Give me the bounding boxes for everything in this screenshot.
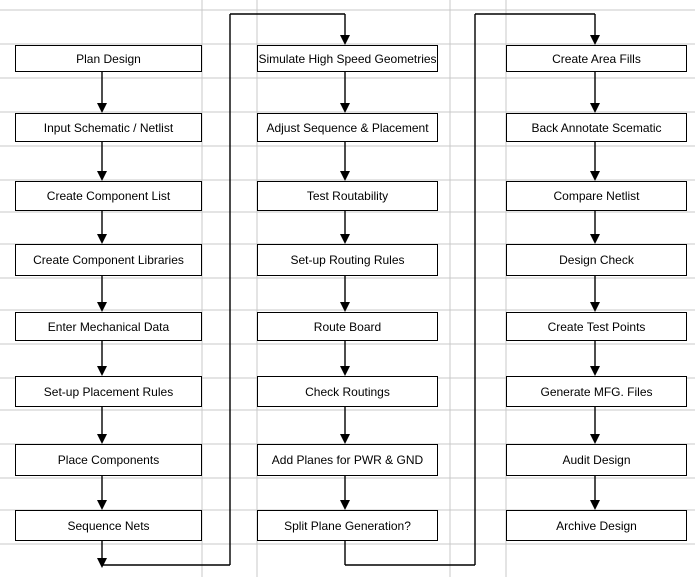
- arrow-head: [97, 558, 107, 568]
- arrow-head: [590, 103, 600, 113]
- arrow-head: [340, 234, 350, 244]
- arrow-head: [97, 366, 107, 376]
- step-create-area-fills: Create Area Fills: [506, 45, 687, 72]
- arrow-head: [97, 171, 107, 181]
- step-route-board: Route Board: [257, 312, 438, 341]
- arrow-head: [590, 434, 600, 444]
- step-plan-design: Plan Design: [15, 45, 202, 72]
- arrow-head: [590, 171, 600, 181]
- step-simulate-high-speed-geometries: Simulate High Speed Geometries: [257, 45, 438, 72]
- step-archive-design: Archive Design: [506, 510, 687, 541]
- step-audit-design: Audit Design: [506, 444, 687, 476]
- step-design-check: Design Check: [506, 244, 687, 276]
- arrow-head: [340, 500, 350, 510]
- arrow-head: [340, 171, 350, 181]
- step-sequence-nets: Sequence Nets: [15, 510, 202, 541]
- step-enter-mechanical-data: Enter Mechanical Data: [15, 312, 202, 341]
- step-setup-routing-rules: Set-up Routing Rules: [257, 244, 438, 276]
- arrow-head: [590, 366, 600, 376]
- arrow-head: [340, 302, 350, 312]
- arrow-head: [590, 35, 600, 45]
- arrow-head: [340, 103, 350, 113]
- arrow-head: [97, 500, 107, 510]
- arrow-head: [340, 434, 350, 444]
- arrow-head: [590, 500, 600, 510]
- step-adjust-sequence-placement: Adjust Sequence & Placement: [257, 113, 438, 142]
- step-add-planes-pwr-gnd: Add Planes for PWR & GND: [257, 444, 438, 476]
- step-create-test-points: Create Test Points: [506, 312, 687, 341]
- arrow-head: [340, 366, 350, 376]
- step-place-components: Place Components: [15, 444, 202, 476]
- step-create-component-libraries: Create Component Libraries: [15, 244, 202, 276]
- arrow-head: [97, 302, 107, 312]
- step-test-routability: Test Routability: [257, 181, 438, 211]
- step-check-routings: Check Routings: [257, 376, 438, 407]
- step-create-component-list: Create Component List: [15, 181, 202, 211]
- arrow-head: [590, 302, 600, 312]
- step-compare-netlist: Compare Netlist: [506, 181, 687, 211]
- step-back-annotate-schematic: Back Annotate Scematic: [506, 113, 687, 142]
- step-input-schematic-netlist: Input Schematic / Netlist: [15, 113, 202, 142]
- step-setup-placement-rules: Set-up Placement Rules: [15, 376, 202, 407]
- arrow-head: [97, 434, 107, 444]
- arrow-head: [97, 103, 107, 113]
- step-generate-mfg-files: Generate MFG. Files: [506, 376, 687, 407]
- arrow-head: [97, 234, 107, 244]
- arrow-head: [590, 234, 600, 244]
- arrow-head: [340, 35, 350, 45]
- step-split-plane-generation: Split Plane Generation?: [257, 510, 438, 541]
